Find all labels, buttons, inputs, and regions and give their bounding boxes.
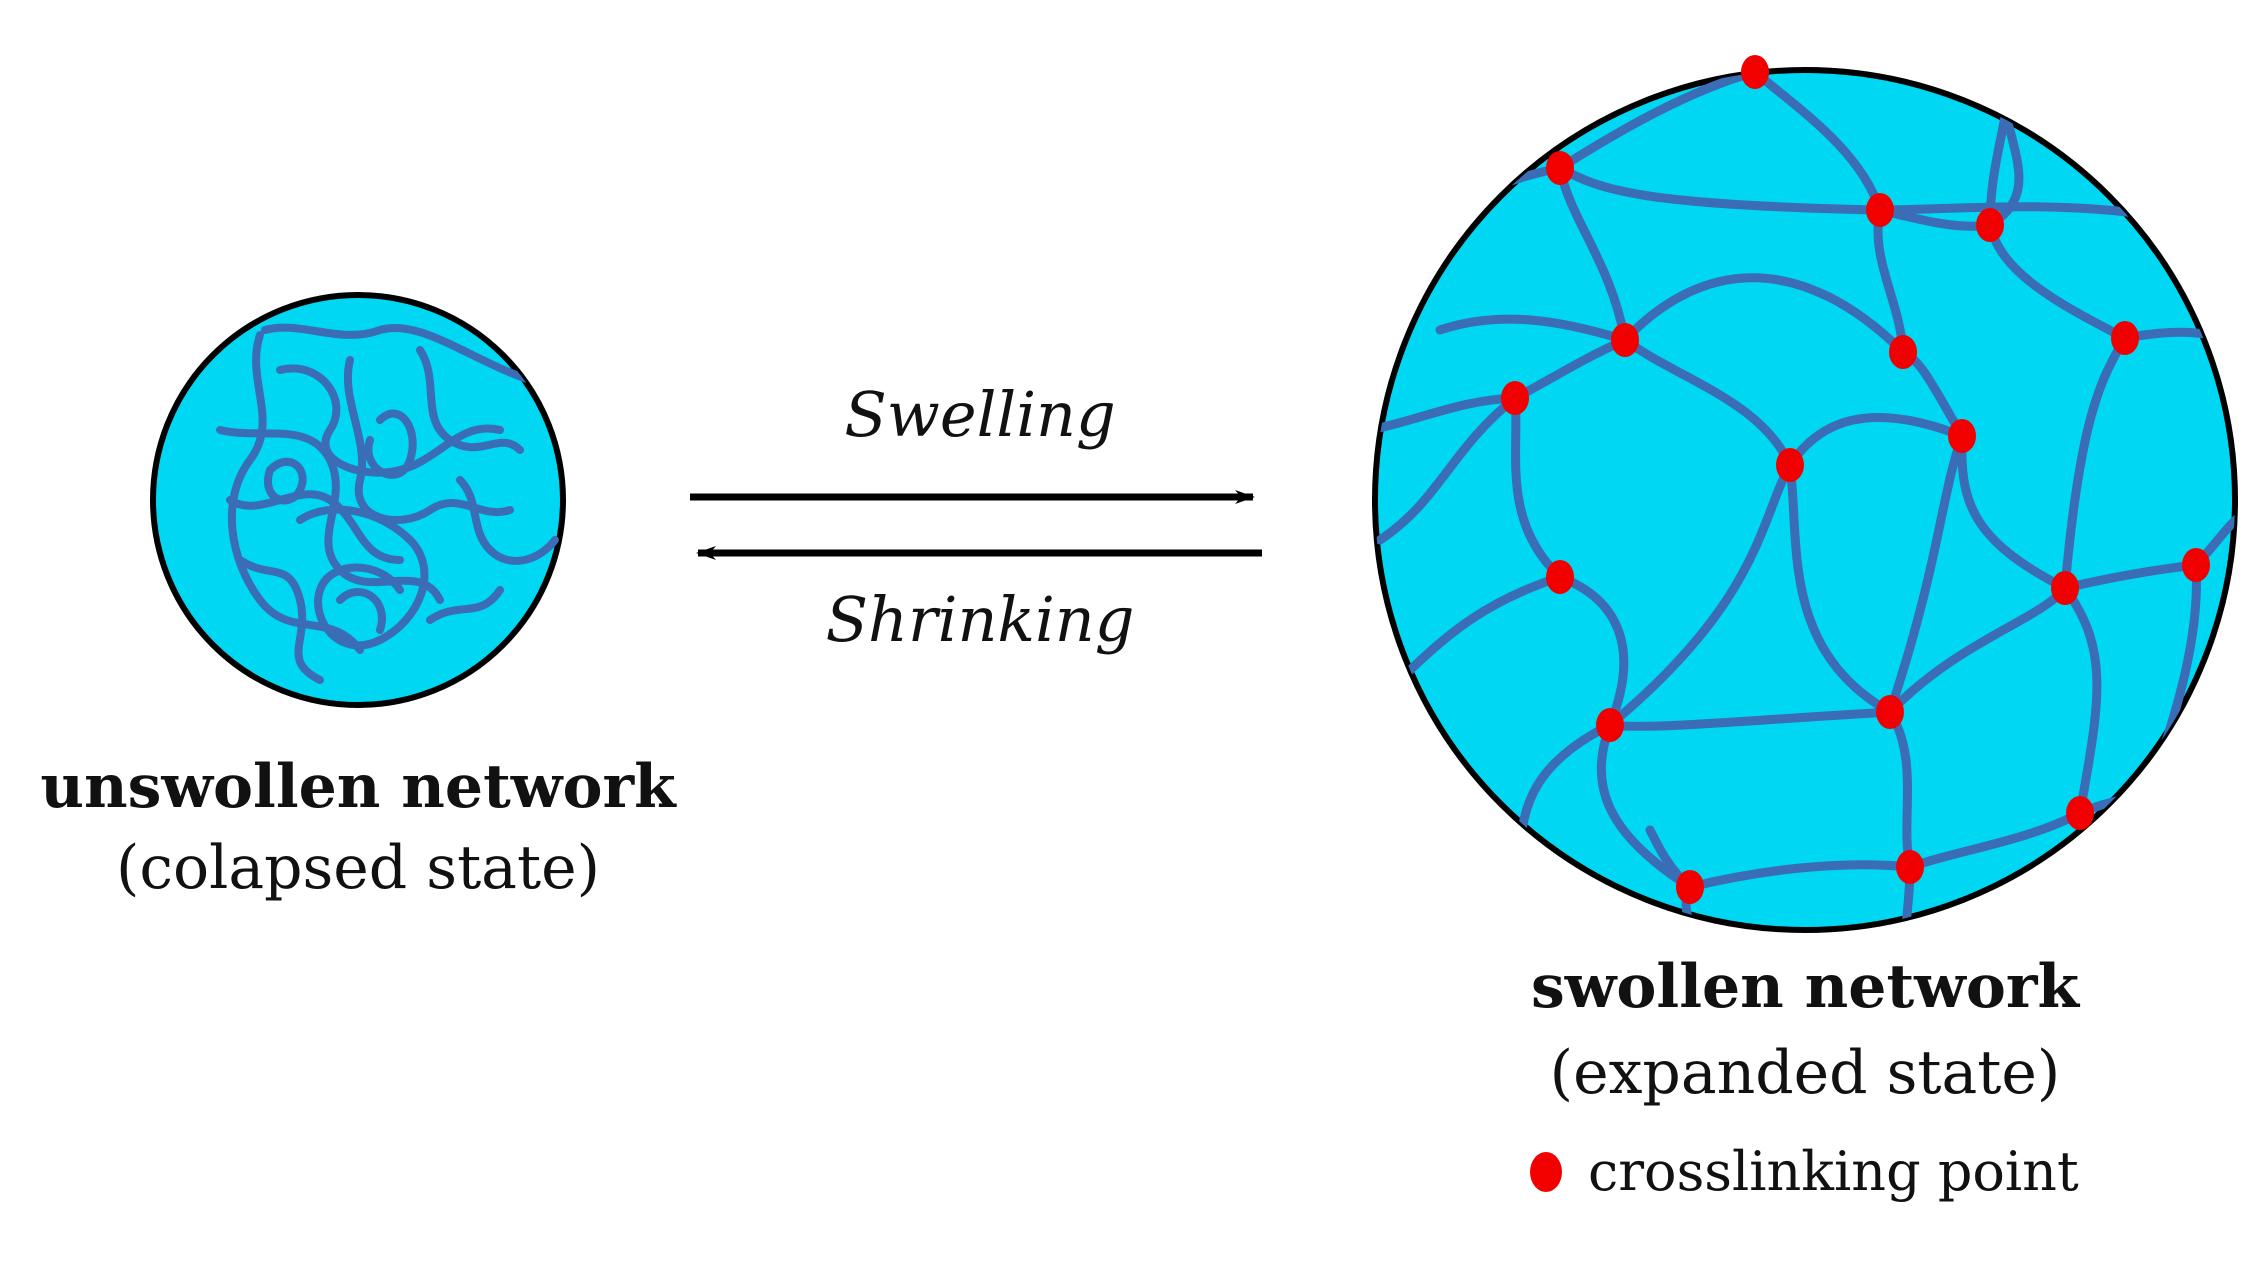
legend-label: crosslinking point	[1588, 1140, 2079, 1203]
crosslink-point	[1546, 151, 1574, 185]
crosslink-point	[1876, 695, 1904, 729]
unswollen-network-particle	[150, 292, 566, 708]
crosslink-point	[2111, 321, 2139, 355]
crosslink-point	[1776, 448, 1804, 482]
unswollen-network-subtitle: (colapsed state)	[116, 833, 600, 903]
legend-crosslink-marker	[1530, 1151, 1562, 1192]
crosslink-point	[1741, 55, 1769, 89]
crosslink-points	[1501, 55, 2210, 904]
crosslink-point	[2182, 548, 2210, 582]
crosslink-point	[1546, 560, 1574, 594]
crosslink-point	[1676, 870, 1704, 904]
shrinking-label: Shrinking	[825, 583, 1135, 656]
crosslink-point	[1596, 708, 1624, 742]
crosslink-point	[1611, 323, 1639, 357]
unswollen-network-title: unswollen network	[40, 752, 676, 822]
crosslink-point	[1889, 335, 1917, 369]
crosslink-point	[2066, 796, 2094, 830]
swollen-network-subtitle: (expanded state)	[1549, 1038, 2061, 1108]
crosslink-point	[1948, 419, 1976, 453]
crosslink-point	[1976, 208, 2004, 242]
crosslink-point	[2051, 571, 2079, 605]
swollen-gel-circle	[1372, 67, 2238, 933]
crosslink-point	[1896, 850, 1924, 884]
swollen-network-particle	[1372, 55, 2238, 933]
swollen-network-title: swollen network	[1530, 952, 2080, 1022]
swelling-label: Swelling	[844, 378, 1116, 451]
crosslink-point	[1501, 381, 1529, 415]
tangled-polymer-chains	[216, 323, 559, 684]
crosslink-point	[1866, 193, 1894, 227]
legend: crosslinking point	[1530, 1140, 2079, 1203]
